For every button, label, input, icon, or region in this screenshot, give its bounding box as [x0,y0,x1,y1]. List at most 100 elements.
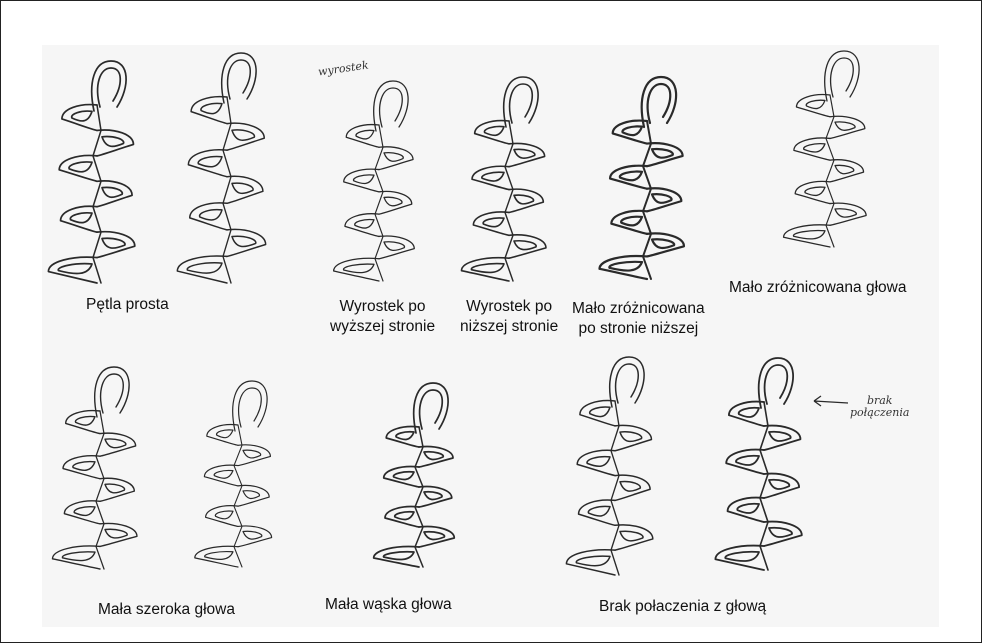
loop-outer [61,206,97,232]
caption-malo-zroznicowana-nizsza: Mało zróżnicowana po stronie niższej [572,299,705,339]
loop-inner [232,183,253,193]
loop-outer [238,445,270,466]
loop-outer [566,550,615,575]
loop-inner [588,506,610,516]
loop-outer [764,522,802,546]
loop-outer [475,121,509,144]
loop-inner [622,126,642,135]
figure-petla-prosta-b [177,53,265,283]
caption-wyrostek-wyzsza: Wyrostek po wyższej stronie [330,297,435,337]
loop-inner [384,153,403,162]
loop-inner [620,172,642,181]
loop-outer [374,547,419,567]
loop-outer [764,426,800,450]
loop-inner [243,450,261,458]
loop-outer [830,203,866,225]
loop-inner [217,430,233,438]
caption-mala-waska: Mała wąska głowa [325,595,452,615]
figure-brak-polaczenia-a [566,357,652,575]
loop-outer [830,160,864,182]
loop-inner [620,482,640,492]
loop-inner [384,242,405,251]
loop-inner [201,103,222,113]
loop-inner [736,456,759,465]
loop-inner [725,552,759,561]
loop-outer [830,116,865,138]
head-inner [510,84,533,123]
loop-inner [215,511,233,519]
loop-outer [188,150,227,177]
loop-outer [764,474,799,498]
loop-inner [393,472,414,480]
loop-inner [198,157,222,167]
loop-outer [385,507,419,527]
loop-inner [73,462,95,471]
figure-petla-prosta-a [48,61,134,283]
loop-outer [100,523,137,546]
loop-outer [726,450,764,474]
loop-inner [383,552,414,560]
loop-inner [105,529,127,538]
loop-outer [66,411,100,434]
loop-inner [200,210,222,220]
loop-outer [509,143,545,166]
loop-inner [69,162,92,172]
figure-wyrostek-nizsza [461,77,545,281]
loop-outer [610,166,647,189]
loop-inner [482,172,504,181]
loop-inner [62,552,95,561]
loop-outer [615,425,651,450]
loop-inner [835,209,856,217]
loop-inner [232,236,256,246]
loop-outer [346,125,379,148]
loop-inner [483,218,504,227]
loop-outer [728,498,764,522]
loop-outer [227,229,266,256]
loop-outer [472,166,509,189]
loop-outer [59,155,97,181]
head-inner [98,68,121,107]
loop-inner [514,149,535,158]
loop-outer [580,401,615,426]
loop-inner [620,531,643,541]
annotation-brak-polaczenia: brak połączenia [850,395,909,419]
loop-inner [576,556,610,566]
loop-outer [419,447,453,467]
loop-inner [356,130,374,139]
loop-outer [419,527,454,547]
loop-inner [793,231,825,239]
figure-malo-zroznicowana-glowa [784,51,867,247]
loop-outer [207,425,238,446]
loop-inner [620,432,642,442]
loop-outer [63,456,100,479]
loop-outer [48,257,97,283]
loop-outer [97,130,133,156]
loop-outer [615,475,650,500]
loop-inner [739,408,759,417]
loop-inner [484,126,504,135]
loop-outer [461,258,509,281]
loop-inner [835,165,854,173]
loop-outer [238,485,269,506]
loop-inner [102,187,122,197]
loop-outer [238,526,272,547]
loop-inner [769,480,789,489]
loop-inner [232,130,254,140]
loop-inner [514,241,536,250]
loop-outer [204,465,238,486]
loop-outer [345,214,379,237]
loop-inner [835,122,855,130]
loop-inner [102,238,125,248]
caption-malo-zroznicowana-glowa: Mało zróżnicowana głowa [729,278,906,298]
head-inner [765,365,788,404]
loop-inner [355,219,374,228]
loop-outer [195,546,238,567]
loop-inner [652,194,672,203]
loop-inner [737,504,759,513]
loop-inner [343,264,374,273]
loop-inner [395,512,414,520]
loop-outer [599,256,647,279]
loop-outer [613,121,647,144]
head-inner [228,60,251,99]
loop-inner [804,144,825,152]
